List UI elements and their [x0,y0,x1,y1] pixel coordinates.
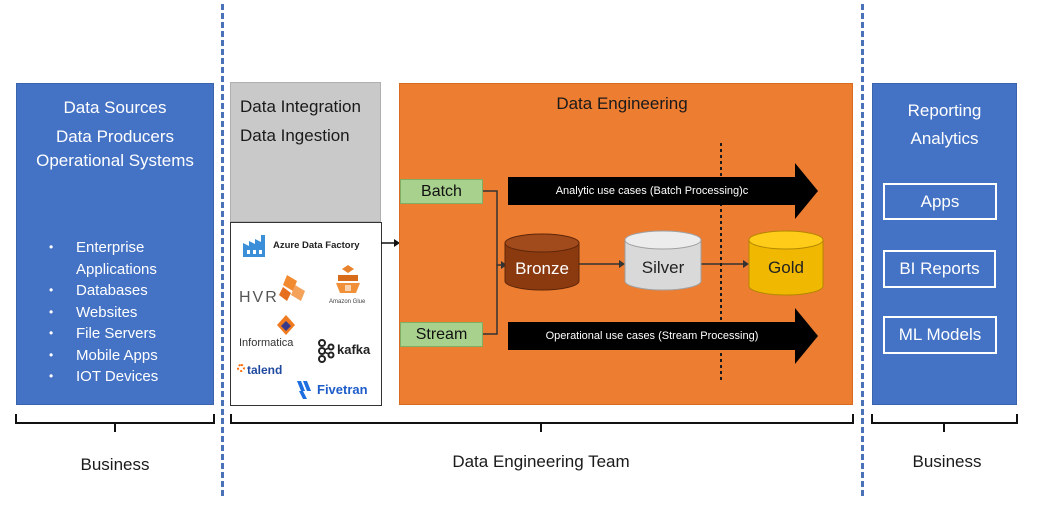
bronze-label: Bronze [515,259,569,278]
ml-models-box: ML Models [883,316,997,354]
sources-title-2: Data Producers [55,127,175,146]
fivetran-label: Fivetran [317,382,368,397]
bronze-cylinder [504,233,580,291]
engineering-flow [483,143,824,383]
stream-arrow-head [795,308,818,364]
silver-cylinder [624,230,702,291]
list-item: IOT Devices [49,366,186,388]
stream-box: Stream [400,322,483,347]
reporting-box: Reporting Analytics [872,83,1017,405]
integration-logos: Azure Data Factory HVR Amazon Glue Infor… [230,222,382,406]
list-item: Mobile Apps [49,345,186,367]
integration-title-2: Data Ingestion [240,126,350,145]
amazon-glue-icon [336,265,360,293]
list-item: Websites [49,302,186,324]
data-sources-box: Data Sources Data Producers Operational … [16,83,214,405]
gold-cylinder [748,230,824,296]
hvr-label: HVR [239,289,279,306]
bi-reports-box: BI Reports [883,250,996,288]
gold-label: Gold [768,258,804,277]
list-item: Enterprise Applications [49,237,186,280]
integration-box: Data Integration Data Ingestion [230,82,381,222]
azure-data-factory-icon [243,235,265,257]
batch-arrow: Analytic use cases (Batch Processing)c [508,177,796,205]
apps-box: Apps [883,183,997,220]
integration-title-1: Data Integration [240,97,361,116]
bottom-braces [15,414,1018,432]
sources-title-1: Data Sources [63,98,167,117]
talend-label: talend [247,363,283,377]
kafka-label: kafka [337,342,371,357]
business-label-right: Business [912,452,982,471]
talend-icon [237,364,245,372]
stream-arrow: Operational use cases (Stream Processing… [508,322,796,350]
informatica-label: Informatica [239,337,294,349]
kafka-icon [318,339,335,363]
divider-left [221,4,224,496]
hvr-icon [279,275,305,301]
business-label-left: Business [80,455,150,474]
reporting-title-2: Analytics [910,129,979,148]
ingest-arrow [381,239,400,247]
engineering-title: Data Engineering [556,94,688,113]
batch-box: Batch [400,179,483,204]
batch-arrow-head [795,163,818,219]
azure-data-factory-label: Azure Data Factory [273,240,360,251]
silver-label: Silver [641,258,685,277]
list-item: Databases [49,280,186,302]
sources-title-3: Operational Systems [36,151,194,170]
fivetran-icon [297,381,311,399]
list-item: File Servers [49,323,186,345]
informatica-icon [277,315,295,335]
sources-list: Enterprise Applications Databases Websit… [49,237,186,388]
team-label: Data Engineering Team [452,452,630,471]
reporting-title-1: Reporting [907,101,982,120]
amazon-glue-label: Amazon Glue [329,299,366,305]
divider-right [861,4,864,496]
